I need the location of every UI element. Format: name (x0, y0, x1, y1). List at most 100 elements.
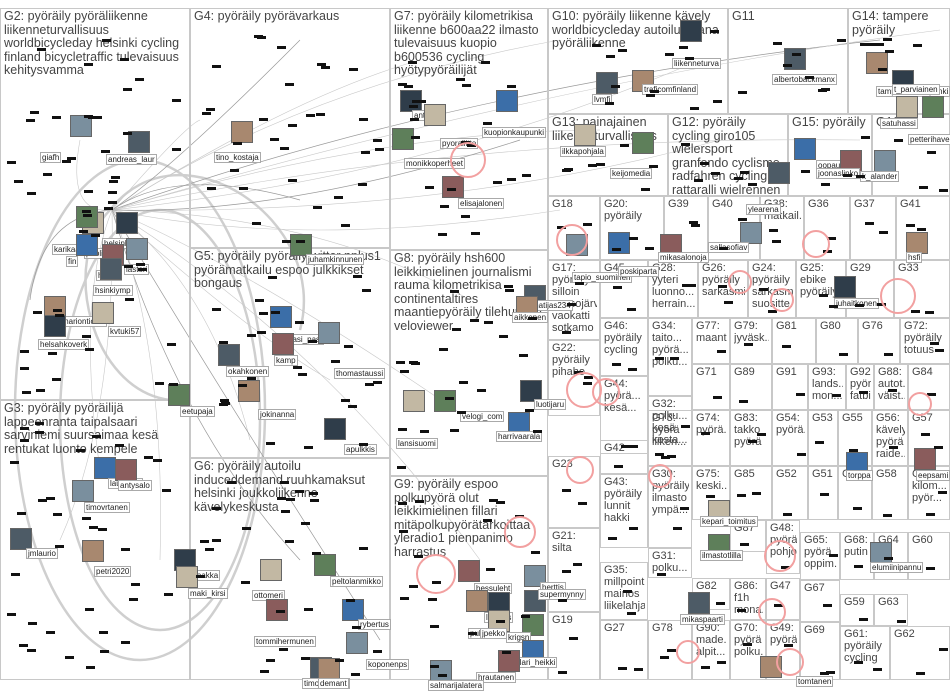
user-label[interactable]: timovrtanen (84, 502, 130, 513)
user-label[interactable]: fin (66, 256, 78, 267)
user-label[interactable]: t_parviainen (892, 84, 940, 95)
user-avatar[interactable] (115, 459, 137, 481)
user-avatar[interactable] (632, 132, 654, 154)
user-label[interactable]: mikasalonoja (658, 252, 709, 263)
user-avatar[interactable] (260, 559, 282, 581)
user-label[interactable]: keijomedia (610, 168, 652, 179)
user-label[interactable]: maki_kirsi (188, 588, 228, 599)
user-avatar[interactable] (270, 306, 292, 328)
user-avatar[interactable] (176, 566, 198, 588)
user-avatar[interactable] (100, 258, 122, 280)
user-label[interactable]: jpekko (480, 628, 507, 639)
user-avatar[interactable] (424, 104, 446, 126)
user-label[interactable]: giafh (40, 152, 61, 163)
user-label[interactable]: elumiinipannu (870, 562, 923, 573)
user-label[interactable]: kuopionkaupunki (482, 127, 546, 138)
user-label[interactable]: tino_kostaja (214, 152, 261, 163)
user-avatar[interactable] (458, 560, 480, 582)
user-avatar[interactable] (318, 322, 340, 344)
user-label[interactable]: lansisuomi (396, 438, 438, 449)
user-avatar[interactable] (231, 121, 253, 143)
user-avatar[interactable] (874, 150, 896, 172)
user-avatar[interactable] (76, 234, 98, 256)
user-label[interactable]: hsinkiymp (93, 285, 133, 296)
user-label[interactable]: hsfi (906, 252, 922, 263)
user-avatar[interactable] (688, 592, 710, 614)
user-label[interactable]: sallasofiav (708, 242, 749, 253)
user-label[interactable]: liikenneturva (672, 58, 721, 69)
user-label[interactable]: salmarijalatera (428, 680, 484, 691)
user-avatar[interactable] (272, 333, 294, 355)
user-avatar[interactable] (680, 20, 702, 42)
user-label[interactable]: tomtanen (796, 676, 833, 687)
user-avatar[interactable] (574, 124, 596, 146)
user-label[interactable]: mikaspaarti (680, 614, 725, 625)
user-avatar[interactable] (794, 138, 816, 160)
user-avatar[interactable] (403, 390, 425, 412)
user-label[interactable]: apulkkis (344, 444, 377, 455)
user-label[interactable]: k_alander (860, 171, 899, 182)
user-avatar[interactable] (314, 554, 336, 576)
isolate-node (739, 400, 748, 403)
user-label[interactable]: luotijaru (534, 399, 566, 410)
user-avatar[interactable] (342, 599, 364, 621)
user-avatar[interactable] (834, 276, 856, 298)
user-label[interactable]: thomastaussi (334, 368, 385, 379)
user-avatar[interactable] (218, 344, 240, 366)
user-label[interactable]: eetupaja (180, 406, 215, 417)
user-avatar[interactable] (168, 384, 190, 406)
user-label[interactable]: kamp (274, 355, 298, 366)
user-label[interactable]: antysalo (118, 480, 152, 491)
user-label[interactable]: satuhassi (880, 118, 918, 129)
user-label[interactable]: helsahkoverk (38, 339, 89, 350)
user-label[interactable]: kepari_toimitus (700, 516, 758, 527)
user-avatar[interactable] (72, 480, 94, 502)
user-label[interactable]: poskiparta (618, 266, 659, 277)
user-avatar[interactable] (92, 302, 114, 324)
user-avatar[interactable] (430, 660, 452, 682)
user-label[interactable]: okahkonen (226, 366, 269, 377)
user-avatar[interactable] (82, 540, 104, 562)
user-label[interactable]: rybertus (358, 619, 391, 630)
user-label[interactable]: velogi_com (460, 411, 504, 422)
user-avatar[interactable] (768, 162, 790, 184)
user-label[interactable]: ylearena (746, 204, 781, 215)
user-avatar[interactable] (740, 222, 762, 244)
user-avatar[interactable] (896, 96, 918, 118)
user-label[interactable]: juhamkinnunen (306, 254, 364, 265)
isolate-node (927, 151, 936, 154)
user-avatar[interactable] (346, 632, 368, 654)
user-label[interactable]: elisajalonen (458, 198, 504, 209)
user-avatar[interactable] (914, 448, 936, 470)
user-avatar[interactable] (94, 457, 116, 479)
user-avatar[interactable] (126, 238, 148, 260)
user-label[interactable]: torppa (846, 470, 873, 481)
user-avatar[interactable] (116, 212, 138, 234)
user-label[interactable]: petterihaveri (908, 134, 950, 145)
user-label[interactable]: jokinanna (258, 409, 296, 420)
user-label[interactable]: eepsami (916, 470, 950, 481)
user-avatar[interactable] (596, 72, 618, 94)
user-label[interactable]: joonaslinko (816, 168, 860, 179)
user-avatar[interactable] (10, 528, 32, 550)
user-label[interactable]: andreas_laur (106, 154, 157, 165)
user-avatar[interactable] (442, 176, 464, 198)
user-label[interactable]: tommihermunen (254, 636, 316, 647)
user-avatar[interactable] (496, 90, 518, 112)
user-label[interactable]: petri2020 (94, 566, 131, 577)
user-avatar[interactable] (906, 232, 928, 254)
user-avatar[interactable] (434, 390, 456, 412)
user-avatar[interactable] (922, 96, 944, 118)
user-label[interactable]: jmlaurio (26, 548, 58, 559)
user-label[interactable]: demant (318, 678, 349, 689)
user-label[interactable]: kvtuki57 (108, 326, 141, 337)
user-avatar[interactable] (290, 234, 312, 256)
user-avatar[interactable] (44, 315, 66, 337)
user-label[interactable]: ilkkapohjala (560, 146, 606, 157)
user-avatar[interactable] (466, 590, 488, 612)
user-avatar[interactable] (870, 542, 892, 564)
user-label[interactable]: koponenps (366, 659, 409, 670)
user-label[interactable]: ilmastotlilla (700, 550, 743, 561)
user-avatar[interactable] (324, 418, 346, 440)
user-label[interactable]: peltolanmikko (330, 576, 383, 587)
